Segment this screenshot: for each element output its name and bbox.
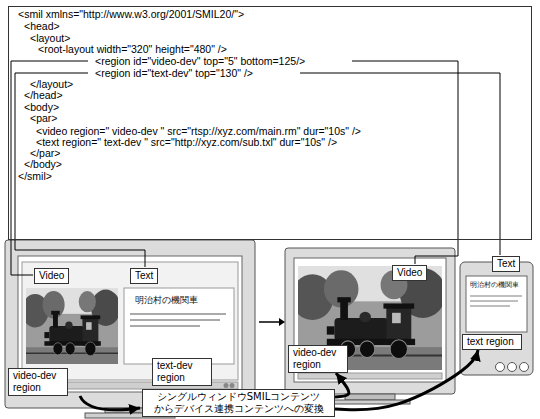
code-line: </layout>	[30, 78, 73, 90]
code-panel-ground	[8, 6, 532, 240]
region-label: text-dev region	[152, 358, 212, 386]
label-text: シングルウィンドウSMILコンテンツ からデバイス連携コンテンツへの変換	[147, 391, 330, 415]
conversion-arrow	[335, 373, 349, 397]
region-label: text region	[462, 334, 522, 350]
device-screen	[466, 276, 527, 332]
leader-line	[352, 61, 458, 264]
screen-title: 明治村の機関車	[135, 294, 198, 307]
locomotive-photo	[291, 266, 446, 370]
label-text: Text	[135, 270, 153, 282]
leader-line	[15, 73, 145, 267]
code-line: <text region=" text-dev " src="http://xy…	[36, 136, 337, 148]
control-button	[224, 383, 229, 388]
body-text-line	[130, 313, 226, 315]
region-tag: Video	[34, 268, 69, 284]
body-text-line	[470, 305, 510, 307]
code-line: <body>	[24, 101, 59, 113]
body-text-line	[470, 300, 518, 302]
transition-arrow	[259, 321, 279, 323]
region-tag: Text	[492, 256, 520, 272]
code-line: <video region=" video-dev " src="rtsp://…	[36, 125, 361, 137]
mobile-device	[460, 262, 533, 375]
code-line: <layout>	[30, 32, 70, 44]
region-tag: Text	[130, 268, 158, 284]
conversion-arrow	[335, 350, 478, 410]
code-line: <root-layout width="320" height="480" />	[38, 43, 227, 55]
monitor-right	[285, 248, 455, 404]
region-label: video-dev region	[288, 345, 348, 373]
leader-line	[11, 61, 88, 275]
code-panel: <smil xmlns="http://www.w3.org/2001/SMIL…	[8, 6, 532, 240]
monitor-bezel	[5, 240, 255, 408]
label-text: video-dev region	[13, 370, 63, 394]
leader-lines	[11, 61, 500, 275]
body-text-line	[470, 295, 522, 297]
region-tag: Video	[392, 265, 427, 281]
device-body	[460, 262, 533, 375]
caption-box: シングルウィンドウSMILコンテンツ からデバイス連携コンテンツへの変換	[142, 389, 335, 417]
label-text: Video	[39, 270, 64, 282]
control-bar	[298, 373, 442, 379]
label-text: Text	[497, 258, 515, 270]
code-line: </smil>	[18, 170, 52, 182]
code-line: <region id="text-dev" top="130" />	[95, 67, 253, 79]
code-line: <head>	[24, 20, 60, 32]
monitor-bezel	[285, 248, 455, 394]
code-line: </body>	[24, 158, 62, 170]
code-line: </head>	[24, 89, 63, 101]
label-text: Video	[397, 267, 422, 279]
screen-title: 明治村の機関車	[470, 280, 519, 290]
locomotive-photo	[22, 288, 121, 364]
label-text: text region	[467, 336, 517, 348]
label-text: text-dev region	[157, 360, 207, 384]
code-line: </par>	[30, 147, 60, 159]
conversion-arrow	[80, 396, 140, 410]
transition-arrow-head	[279, 318, 285, 326]
device-button	[496, 363, 505, 372]
leader-line	[300, 73, 500, 255]
region-label: video-dev region	[8, 368, 68, 396]
device-button	[508, 363, 517, 372]
device-button	[520, 363, 529, 372]
body-text-line	[130, 319, 220, 321]
code-line: <par>	[30, 112, 57, 124]
monitor-stand	[345, 394, 395, 400]
label-text: video-dev region	[293, 347, 343, 371]
body-text-line	[130, 325, 200, 327]
code-line: <region id="video-dev" top="5" bottom=12…	[95, 55, 305, 67]
control-button	[230, 383, 235, 388]
code-line: <smil xmlns="http://www.w3.org/2001/SMIL…	[18, 8, 244, 20]
text-area	[124, 288, 234, 364]
